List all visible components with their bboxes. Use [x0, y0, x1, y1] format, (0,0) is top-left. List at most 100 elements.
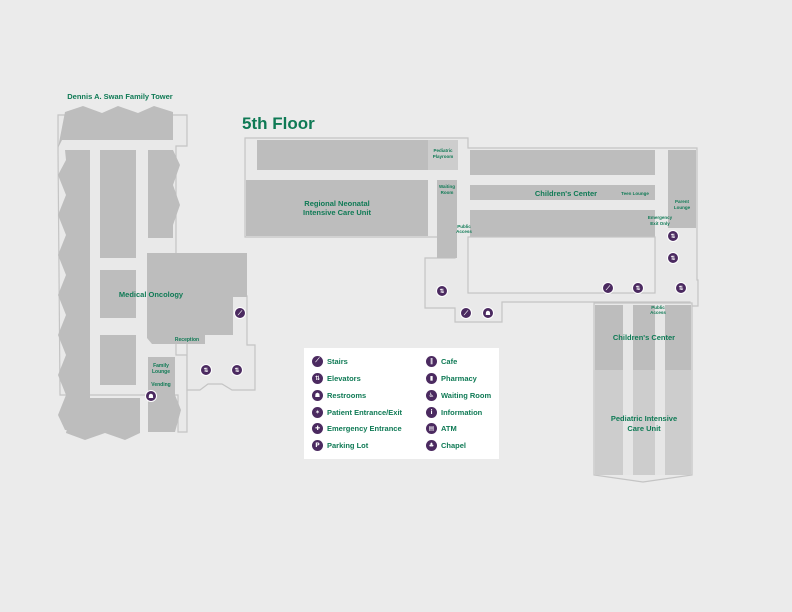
elevator-icon: ⇅ [436, 285, 448, 297]
legend-label: Cafe [441, 356, 458, 366]
legend-label: Stairs [327, 356, 348, 366]
svg-text:⟋: ⟋ [237, 310, 243, 317]
tower-east-wing [148, 150, 180, 238]
legend-information: i Information [426, 406, 496, 418]
restroom-icon: ☗ [145, 390, 157, 402]
legend-parking: P Parking Lot [312, 439, 418, 451]
family-lounge-room [148, 357, 181, 432]
south-childrens-center [595, 305, 691, 370]
cafe-icon: ‖ [426, 355, 437, 367]
legend-elevators: ⇅ Elevators [312, 372, 418, 384]
childrens-center-south [470, 210, 655, 237]
information-icon: i [426, 406, 437, 418]
medical-oncology-room [147, 253, 247, 344]
tower-top-wing [58, 106, 173, 148]
playroom-label: Pediatric [433, 148, 453, 153]
picu-label: Pediatric Intensive [611, 414, 677, 423]
family-lounge-label-2: Lounge [152, 369, 170, 375]
svg-text:⇅: ⇅ [670, 233, 675, 240]
legend-cafe: ‖ Cafe [426, 355, 496, 367]
public-access-label: Public [457, 224, 471, 229]
emergency-exit-label: Emergency [648, 215, 673, 220]
south-public-access-label-2: Access [650, 310, 666, 315]
svg-text:⇅: ⇅ [234, 367, 239, 374]
reception-label: Reception [175, 337, 199, 343]
legend-patient-entrance: ✶ Patient Entrance/Exit [312, 406, 418, 418]
childrens-center-north [470, 150, 655, 175]
svg-text:⇅: ⇅ [678, 285, 683, 292]
elevator-icon: ⇅ [675, 282, 687, 294]
legend-label: Waiting Room [441, 390, 492, 400]
playroom-label-2: Playroom [433, 154, 454, 159]
rnicu-label: Regional Neonatal [304, 199, 369, 208]
legend-label: Elevators [327, 373, 361, 383]
legend-stairs: ⟋ Stairs [312, 355, 418, 367]
stairs-icon: ⟋ [312, 355, 323, 367]
tower-room-3 [100, 335, 136, 385]
rnicu-room [246, 180, 428, 236]
svg-text:⇅: ⇅ [439, 288, 444, 295]
pediatric-playroom [428, 140, 458, 170]
south-hallway-1 [623, 305, 633, 475]
medical-oncology-label: Medical Oncology [119, 290, 184, 299]
legend-label: Parking Lot [327, 440, 369, 450]
svg-text:☗: ☗ [485, 310, 490, 317]
atm-icon: ▤ [426, 422, 437, 434]
south-public-access-label: Public [651, 305, 665, 310]
elevator-icon: ⇅ [632, 282, 644, 294]
family-lounge-label: Family [153, 363, 169, 369]
waiting-room [437, 180, 457, 258]
map-legend: ⟋ Stairs ⇅ Elevators ☗Restrooms ✶ Patient E… [304, 348, 499, 459]
walking-person-icon: ✶ [312, 406, 323, 418]
central-room-north [257, 140, 428, 170]
legend-label: Emergency Entrance [327, 423, 402, 433]
svg-text:⟋: ⟋ [463, 310, 469, 317]
waiting-room-label-2: Room [441, 190, 454, 195]
legend-restrooms: ☗Restrooms [312, 389, 418, 401]
waiting-room-icon: ♿ [426, 389, 437, 401]
pharmacy-icon: ▮ [426, 372, 437, 384]
legend-waiting-room: ♿ Waiting Room [426, 389, 496, 401]
svg-text:⟋: ⟋ [605, 285, 611, 292]
parent-lounge-room [668, 150, 696, 228]
stairs-icon: ⟋ [460, 307, 472, 319]
legend-label: Restrooms [327, 390, 367, 400]
south-childrens-center-label: Children's Center [613, 333, 675, 342]
legend-label: Patient Entrance/Exit [327, 407, 403, 417]
stairs-icon: ⟋ [602, 282, 614, 294]
picu-label-2: Care Unit [627, 424, 661, 433]
parent-lounge-label-2: Lounge [674, 205, 691, 210]
rnicu-label-2: Intensive Care Unit [303, 208, 371, 217]
legend-chapel: ♣Chapel [426, 439, 496, 451]
restroom-icon: ☗ [482, 307, 494, 319]
legend-atm: ▤ ATM [426, 422, 496, 434]
vending-label: Vending [151, 382, 170, 388]
legend-label: Information [441, 407, 483, 417]
elevator-icon: ⇅ [312, 372, 323, 384]
floor-title: 5th Floor [242, 114, 315, 133]
elevator-icon: ⇅ [200, 364, 212, 376]
parking-icon: P [312, 439, 323, 451]
tower-room-2 [100, 270, 136, 318]
tower-south-wing [66, 398, 140, 440]
parent-lounge-label: Parent [675, 199, 690, 204]
elevator-icon: ⇅ [231, 364, 243, 376]
elevator-icon: ⇅ [667, 230, 679, 242]
tower-west-wing [58, 150, 90, 430]
legend-label: Pharmacy [441, 373, 477, 383]
childrens-center-label: Children's Center [535, 189, 597, 198]
svg-text:⇅: ⇅ [203, 367, 208, 374]
emergency-exit-label-2: Exit Only [650, 221, 670, 226]
picu-room [595, 370, 691, 475]
legend-label: Chapel [441, 440, 467, 450]
legend-pharmacy: ▮ Pharmacy [426, 372, 496, 384]
public-access-label-2: Access [456, 229, 472, 234]
waiting-room-label: Waiting [439, 184, 455, 189]
courtyard [467, 236, 656, 294]
svg-text:⇅: ⇅ [635, 285, 640, 292]
legend-emergency-entrance: ✚ Emergency Entrance [312, 422, 418, 434]
legend-label: ATM [441, 423, 457, 433]
emergency-cross-icon: ✚ [312, 422, 323, 434]
stairs-icon: ⟋ [234, 307, 246, 319]
